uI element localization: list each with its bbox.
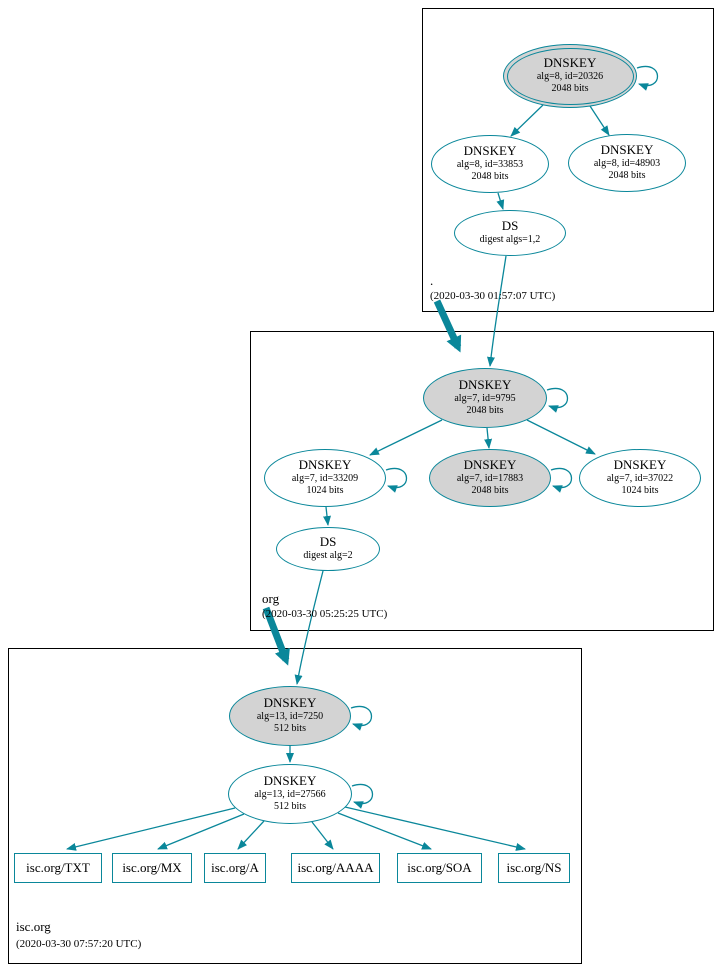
node-title: DNSKEY: [463, 457, 517, 473]
node-title: DS: [501, 218, 519, 234]
node-alg-id: alg=7, id=37022: [606, 472, 674, 484]
org-zsk-mid-node: DNSKEY alg=7, id=17883 2048 bits: [429, 449, 551, 507]
node-title: DNSKEY: [263, 695, 317, 711]
node-bits: 2048 bits: [551, 83, 589, 95]
node-bits: 512 bits: [274, 801, 306, 813]
node-title: DNSKEY: [298, 457, 352, 473]
node-title: DNSKEY: [543, 55, 597, 71]
zone-box-isc-org: [8, 648, 582, 964]
node-bits: 2048 bits: [471, 485, 509, 497]
rrset-isc-org-mx: isc.org/MX: [112, 853, 192, 883]
rrset-label: isc.org/TXT: [26, 860, 90, 875]
rrset-label: isc.org/SOA: [407, 860, 472, 875]
root-zone-timestamp: (2020-03-30 01:57:07 UTC): [430, 290, 556, 302]
node-bits: 512 bits: [274, 723, 306, 735]
root-ksk-node: DNSKEY alg=8, id=20326 2048 bits: [503, 44, 637, 108]
zone-box-org: [250, 331, 714, 631]
root-zone-label: .: [430, 273, 434, 288]
rrset-isc-org-ns: isc.org/NS: [498, 853, 570, 883]
zone-box-root: [422, 8, 714, 312]
isc-zone-label: isc.org: [16, 919, 51, 934]
rrset-isc-org-txt: isc.org/TXT: [14, 853, 102, 883]
rrset-label: isc.org/MX: [122, 860, 182, 875]
node-digest: digest algs=1,2: [479, 234, 541, 246]
rrset-isc-org-a: isc.org/A: [204, 853, 266, 883]
node-alg-id: alg=7, id=17883: [456, 472, 524, 484]
node-bits: 2048 bits: [466, 405, 504, 417]
node-bits: 2048 bits: [608, 170, 646, 182]
node-bits: 1024 bits: [306, 485, 344, 497]
rrset-label: isc.org/A: [211, 860, 259, 875]
org-zone-label: org: [262, 591, 280, 606]
isc-ksk-node: DNSKEY alg=13, id=7250 512 bits: [229, 686, 351, 746]
rrset-isc-org-soa: isc.org/SOA: [397, 853, 482, 883]
org-zsk-left-node: DNSKEY alg=7, id=33209 1024 bits: [264, 449, 386, 507]
root-zsk-left-node: DNSKEY alg=8, id=33853 2048 bits: [431, 135, 549, 193]
node-alg-id: alg=8, id=33853: [456, 158, 524, 170]
root-ds-node: DS digest algs=1,2: [454, 210, 566, 256]
node-title: DNSKEY: [458, 377, 512, 393]
node-title: DNSKEY: [463, 143, 517, 159]
org-ksk-node: DNSKEY alg=7, id=9795 2048 bits: [423, 368, 547, 428]
node-title: DNSKEY: [600, 142, 654, 158]
node-alg-id: alg=8, id=48903: [593, 157, 661, 169]
org-zone-timestamp: (2020-03-30 05:25:25 UTC): [262, 608, 388, 620]
isc-zone-timestamp: (2020-03-30 07:57:20 UTC): [16, 938, 142, 950]
rrset-isc-org-aaaa: isc.org/AAAA: [291, 853, 380, 883]
node-bits: 1024 bits: [621, 485, 659, 497]
node-alg-id: alg=13, id=7250: [256, 710, 324, 722]
node-alg-id: alg=8, id=20326: [536, 70, 604, 82]
node-title: DS: [319, 534, 337, 550]
org-ds-node: DS digest alg=2: [276, 527, 380, 571]
node-title: DNSKEY: [263, 773, 317, 789]
rrset-label: isc.org/AAAA: [297, 860, 374, 875]
node-digest: digest alg=2: [303, 550, 353, 562]
node-alg-id: alg=7, id=9795: [454, 392, 516, 404]
node-alg-id: alg=7, id=33209: [291, 472, 359, 484]
node-bits: 2048 bits: [471, 171, 509, 183]
org-zsk-right-node: DNSKEY alg=7, id=37022 1024 bits: [579, 449, 701, 507]
rrset-label: isc.org/NS: [506, 860, 562, 875]
isc-zsk-node: DNSKEY alg=13, id=27566 512 bits: [228, 764, 352, 824]
node-alg-id: alg=13, id=27566: [254, 788, 326, 800]
root-zsk-right-node: DNSKEY alg=8, id=48903 2048 bits: [568, 134, 686, 192]
node-title: DNSKEY: [613, 457, 667, 473]
